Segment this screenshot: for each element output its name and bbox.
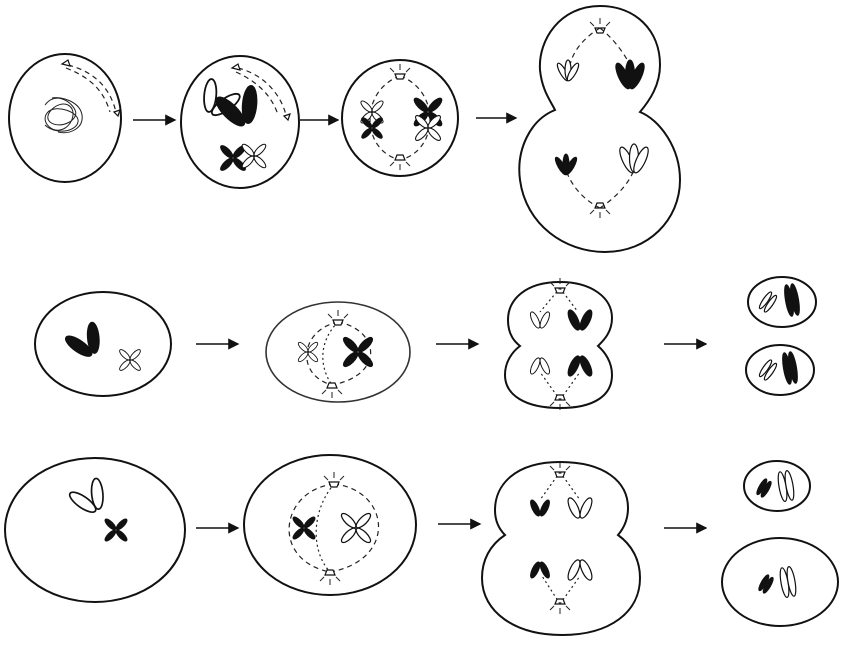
row-meiosis-2	[4, 454, 839, 637]
cell-m1-daughter-bottom	[745, 344, 815, 396]
cell-anaphase-telophase	[518, 4, 682, 254]
cell-m1-daughter-top	[747, 276, 817, 328]
cell-m1-prophase	[34, 291, 172, 397]
cell-metaphase	[341, 59, 459, 177]
cell-m2-daughter-bottom	[721, 537, 839, 627]
cell-interphase	[8, 53, 122, 183]
cell-m1-anaphase	[503, 277, 614, 411]
cell-m2-prophase	[4, 457, 186, 603]
row-meiosis-1	[34, 276, 817, 411]
cell-m2-metaphase	[243, 454, 417, 596]
cell-prophase	[180, 55, 300, 189]
cell-m2-daughter-top	[743, 460, 811, 512]
cell-m1-metaphase	[265, 301, 411, 403]
cell-m2-anaphase	[480, 460, 642, 637]
row-mitosis	[8, 4, 682, 254]
